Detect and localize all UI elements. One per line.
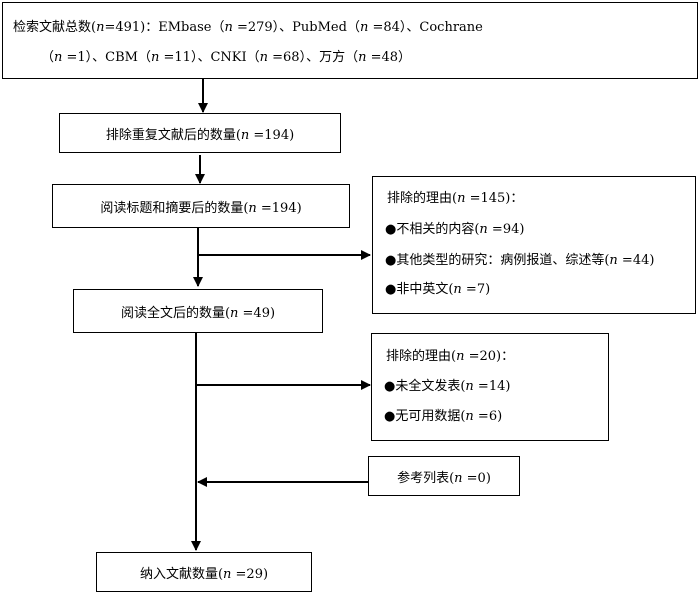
exclusion1-item: ●非中英文(n =7) (385, 282, 491, 297)
reference-label: 参考列表(n =0) (397, 470, 491, 486)
search-line-1: 检索文献总数(n=491)：EMbase（n =279）、PubMed（n =8… (13, 20, 483, 35)
exclusion1-heading: 排除的理由(n =145)： (387, 191, 524, 206)
exclusion2-item: ●未全文发表(n =14) (384, 379, 511, 394)
exclusion2-item: ●无可用数据(n =6) (384, 409, 503, 424)
exclusion2-heading: 排除的理由(n =20)： (386, 349, 515, 364)
title-abstract-label: 阅读标题和摘要后的数量(n =194) (100, 200, 302, 216)
search-box: 检索文献总数(n=491)：EMbase（n =279）、PubMed（n =8… (2, 2, 698, 79)
fulltext-box: 阅读全文后的数量(n =49) (73, 289, 323, 333)
exclusion-box-2: 排除的理由(n =20)： ●未全文发表(n =14) ●无可用数据(n =6) (371, 333, 609, 441)
search-line-2: （n =1）、CBM（n =11）、CNKI（n =68）、万方（n =48） (41, 50, 412, 65)
exclusion1-item: ●其他类型的研究：病例报道、综述等(n =44) (385, 253, 655, 268)
dedup-label: 排除重复文献后的数量(n =194) (105, 127, 295, 143)
included-label: 纳入文献数量(n =29) (139, 566, 269, 582)
dedup-box: 排除重复文献后的数量(n =194) (59, 113, 341, 153)
exclusion-box-1: 排除的理由(n =145)： ●不相关的内容(n =94) ●其他类型的研究：病… (372, 176, 696, 314)
reference-box: 参考列表(n =0) (368, 456, 520, 496)
exclusion1-item: ●不相关的内容(n =94) (385, 222, 525, 237)
included-box: 纳入文献数量(n =29) (96, 552, 312, 592)
fulltext-label: 阅读全文后的数量(n =49) (120, 305, 276, 321)
title-abstract-box: 阅读标题和摘要后的数量(n =194) (52, 184, 350, 228)
